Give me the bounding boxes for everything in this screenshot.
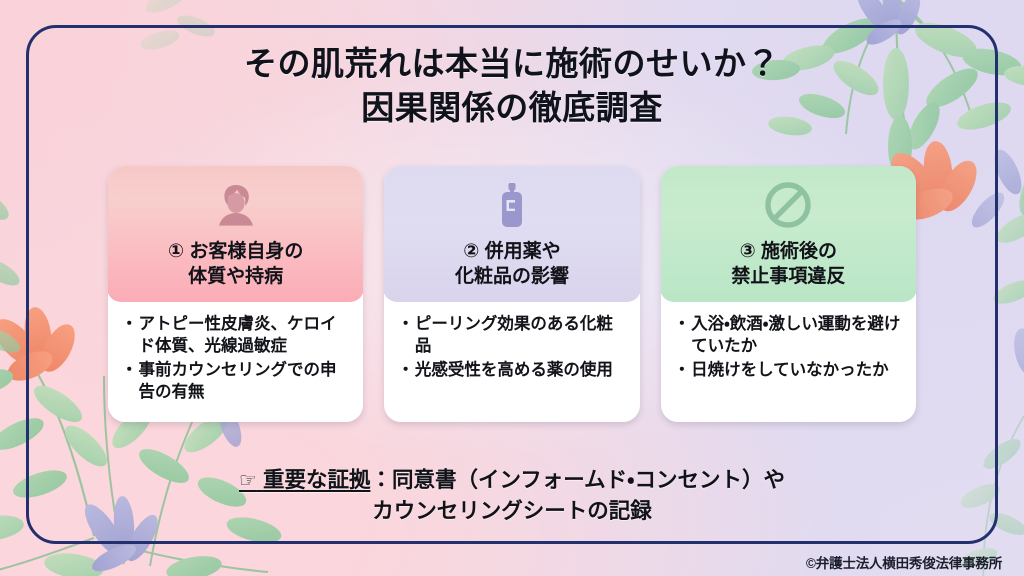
card-body: ・ アトピー性皮膚炎、ケロイド体質、光線過敏症 ・ 事前カウンセリングでの申告の… (108, 302, 363, 422)
bullet-marker: ・ (673, 361, 691, 380)
card-title-line-2: 化粧品の影響 (454, 266, 569, 288)
list-item: ・ 光感受性を高める薬の使用 (397, 360, 628, 382)
card-title-line-2: 禁止事項違反 (731, 266, 846, 288)
pointing-hand-icon: ☞ (239, 470, 257, 492)
slide-border-frame (26, 25, 998, 544)
note-line-2: カウンセリングシートの記録 (372, 499, 652, 524)
person-icon (115, 177, 356, 233)
card-body: ・ ピーリング効果のある化粧品 ・ 光感受性を高める薬の使用 (384, 302, 639, 422)
card-title: ① お客様自身の 体質や持病 (115, 239, 356, 289)
cards-row: ① お客様自身の 体質や持病 ・ アトピー性皮膚炎、ケロイド体質、光線過敏症 ・… (108, 166, 916, 422)
bullet-marker: ・ (121, 361, 138, 380)
list-item: ・ ピーリング効果のある化粧品 (397, 314, 628, 358)
bullet-marker: ・ (397, 361, 414, 380)
page-title: その肌荒れは本当に施術のせいか？ 因果関係の徹底調査 (0, 42, 1024, 130)
card-body: ・ 入浴・飲酒・激しい運動を避けていたか ・ 日焼けをしていなかったか (661, 302, 916, 422)
card-title: ② 併用薬や 化粧品の影響 (391, 239, 632, 289)
note-emphasis-text: 重要な証拠 (262, 468, 371, 492)
copyright-footer: ©弁護士法人横田秀俊法律事務所 (806, 556, 1002, 571)
card-title-line-1: ③ 施術後の (739, 241, 837, 262)
note-line-1-rest: ：同意書（インフォームド・コンセント）や (370, 468, 785, 492)
bullet-marker: ・ (397, 315, 414, 334)
prohibited-icon (668, 177, 909, 233)
card-concomitant-drugs[interactable]: ② 併用薬や 化粧品の影響 ・ ピーリング効果のある化粧品 ・ 光感受性を高める… (384, 166, 640, 422)
card-post-treatment-violations[interactable]: ③ 施術後の 禁止事項違反 ・ 入浴・飲酒・激しい運動を避けていたか ・ 日焼け… (660, 166, 916, 422)
card-title-line-1: ① お客様自身の (167, 241, 304, 262)
note-emphasis-group: ☞ 重要な証拠 (239, 468, 370, 492)
card-title: ③ 施術後の 禁止事項違反 (668, 239, 909, 289)
list-item-text: 事前カウンセリングでの申告の有無 (138, 361, 337, 401)
list-item: ・ 日焼けをしていなかったか (674, 360, 905, 382)
bullet-marker: ・ (121, 315, 138, 334)
card-header: ② 併用薬や 化粧品の影響 (384, 166, 640, 303)
title-line-1: その肌荒れは本当に施術のせいか？ (244, 45, 780, 82)
card-title-line-2: 体質や持病 (188, 266, 284, 288)
card-title-line-1: ② 併用薬や (463, 241, 561, 262)
list-item-text: アトピー性皮膚炎、ケロイド体質、光線過敏症 (138, 315, 337, 356)
list-item: ・ 事前カウンセリングでの申告の有無 (121, 360, 352, 404)
list-item: ・ アトピー性皮膚炎、ケロイド体質、光線過敏症 (121, 314, 352, 358)
key-evidence-note: ☞ 重要な証拠：同意書（インフォームド・コンセント）や カウンセリングシートの記… (0, 465, 1024, 527)
list-item: ・ 入浴・飲酒・激しい運動を避けていたか (674, 314, 905, 358)
bottle-icon (391, 177, 632, 233)
list-item-text: ピーリング効果のある化粧品 (414, 315, 613, 356)
card-customer-constitution[interactable]: ① お客様自身の 体質や持病 ・ アトピー性皮膚炎、ケロイド体質、光線過敏症 ・… (108, 166, 364, 422)
card-header: ③ 施術後の 禁止事項違反 (660, 166, 916, 303)
card-header: ① お客様自身の 体質や持病 (108, 166, 364, 303)
list-item-text: 入浴・飲酒・激しい運動を避けていたか (691, 315, 901, 356)
bullet-marker: ・ (673, 315, 691, 334)
list-item-text: 光感受性を高める薬の使用 (414, 361, 613, 380)
list-item-text: 日焼けをしていなかったか (691, 361, 889, 380)
title-line-2: 因果関係の徹底調査 (361, 88, 663, 126)
